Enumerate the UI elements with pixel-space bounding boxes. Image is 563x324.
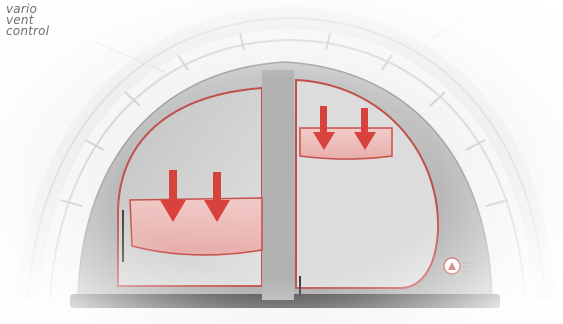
left-vent-panel (130, 198, 262, 255)
caption-line-3: control (6, 26, 49, 37)
vario-vent-control-caption: vario vent control (6, 4, 49, 37)
left-door-opening (118, 88, 262, 286)
center-pillar (262, 70, 294, 300)
